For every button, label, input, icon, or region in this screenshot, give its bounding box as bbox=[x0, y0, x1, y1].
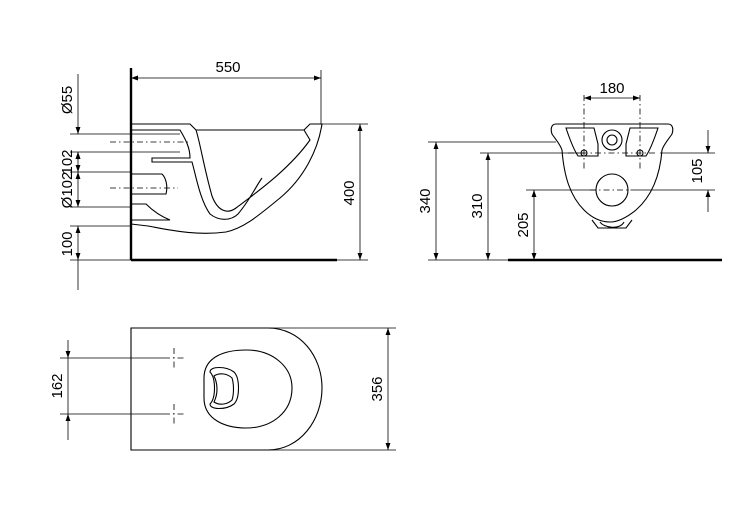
rear-view: 180 105 340 310 205 bbox=[417, 80, 722, 262]
top-view: 162 356 bbox=[49, 327, 396, 451]
dim-label-height-bolts: 310 bbox=[469, 193, 486, 218]
bowl-side-outline bbox=[130, 123, 323, 234]
dim-label-height-outlet: 205 bbox=[515, 212, 532, 237]
dim-label-bolt-offset: 105 bbox=[689, 158, 706, 183]
bowl-rear-outline bbox=[550, 123, 674, 229]
dim-label-floor-gap: 100 bbox=[59, 231, 76, 256]
bowl-top-outlet bbox=[209, 366, 240, 410]
bowl-top-rim bbox=[203, 349, 293, 429]
dim-label-height: 400 bbox=[341, 180, 358, 205]
side-view: 550 400 Ø55 102 Ø102 100 bbox=[59, 59, 368, 290]
bowl-top-outline bbox=[130, 327, 323, 451]
dim-label-depth: 356 bbox=[369, 376, 386, 401]
dim-label-bolt-distance: 162 bbox=[49, 373, 66, 398]
dim-label-outlet-diameter: Ø102 bbox=[59, 172, 76, 209]
dim-label-height-total: 340 bbox=[417, 188, 434, 213]
dim-label-outlet-offset: 102 bbox=[59, 149, 76, 174]
dim-label-pipe-diameter: Ø55 bbox=[59, 86, 76, 114]
dim-label-width: 550 bbox=[215, 59, 240, 76]
dim-label-bolt-spacing: 180 bbox=[599, 80, 624, 97]
